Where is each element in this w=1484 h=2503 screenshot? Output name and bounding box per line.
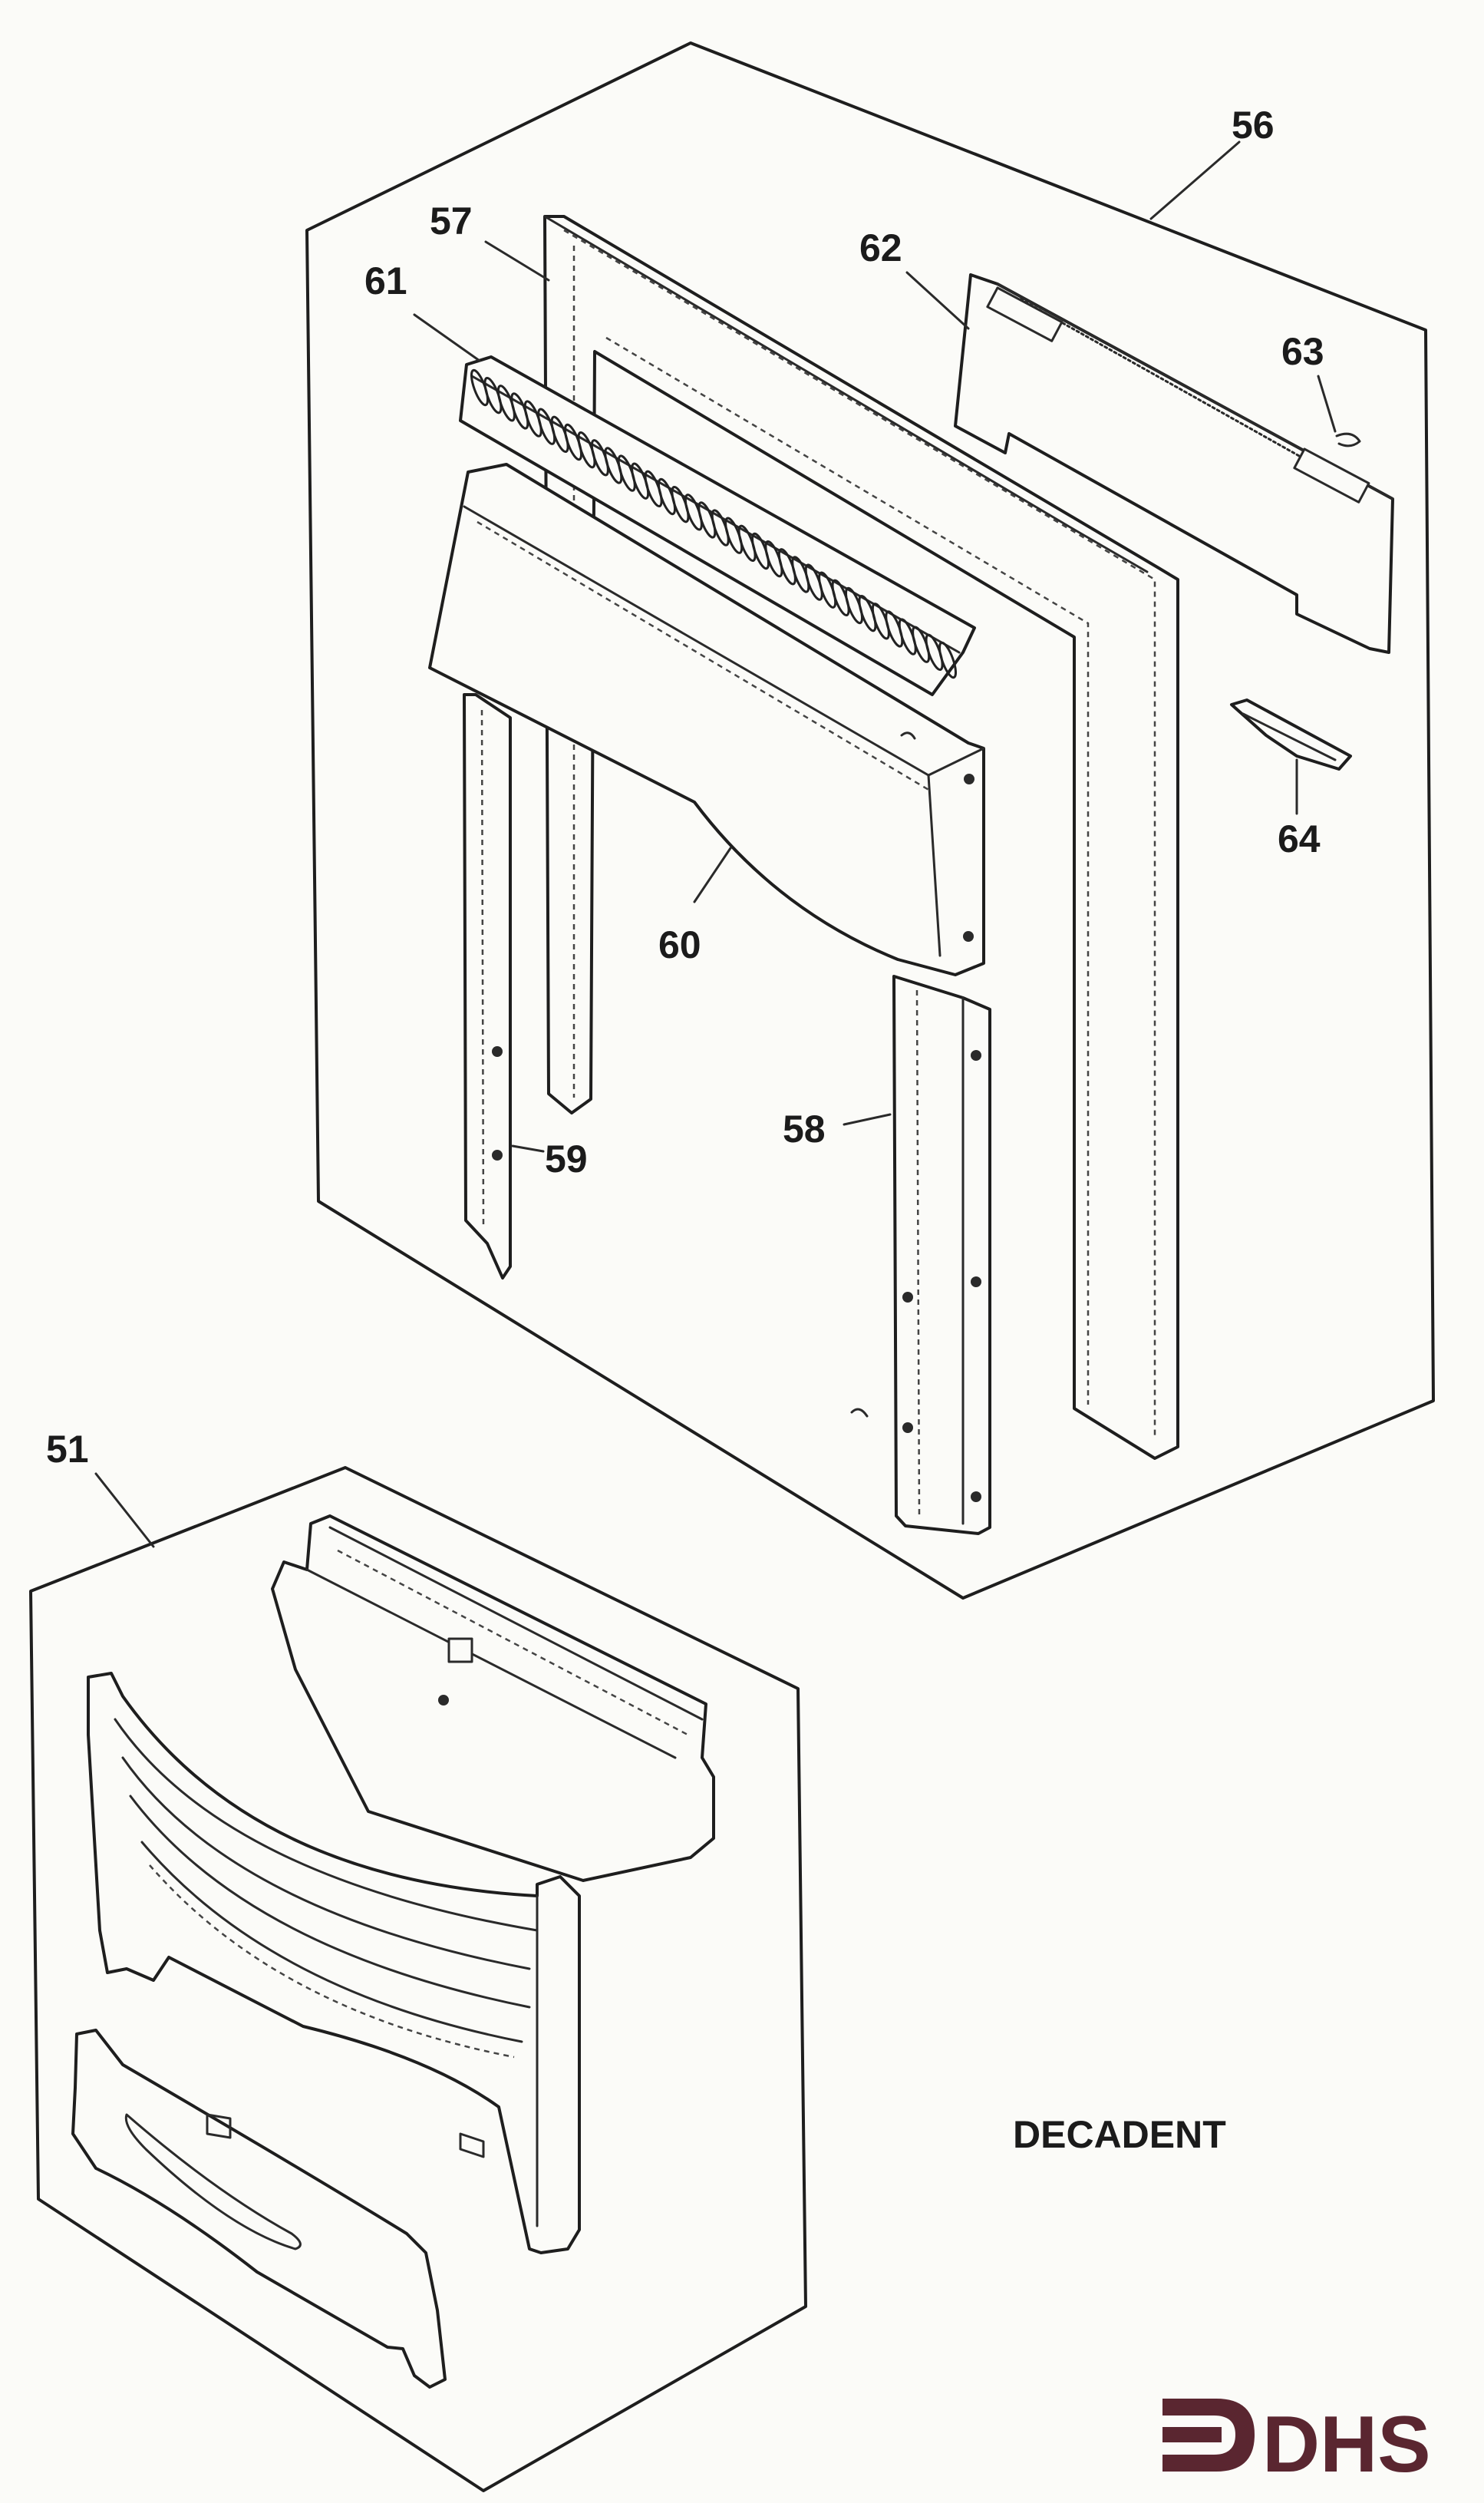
bracket-part-64	[1230, 698, 1352, 771]
clip-part-63	[1335, 432, 1361, 447]
label-63: 63	[1281, 330, 1324, 373]
louvre-slat	[938, 641, 958, 679]
canopy-part-60	[428, 463, 985, 976]
back-plate-part-62	[954, 273, 1394, 654]
label-60: 60	[658, 923, 701, 966]
side-panel-part-58	[850, 975, 991, 1535]
label-64: 64	[1278, 817, 1321, 860]
label-61: 61	[364, 259, 407, 302]
ashpan-fret	[71, 2029, 447, 2389]
dhs-logo-text: DHS	[1262, 2400, 1431, 2489]
label-58: 58	[783, 1108, 826, 1151]
part-labels: 56 57 61 62 63 64 60 58 59 51	[46, 104, 1324, 1471]
left-leg-part-59	[463, 693, 512, 1280]
label-56: 56	[1232, 104, 1275, 147]
louvre-grille-part-61	[459, 355, 976, 696]
louvre-slats	[470, 368, 958, 679]
fire-baffle	[271, 1514, 715, 1882]
fire-grate	[87, 1672, 581, 2254]
model-caption: DECADENT	[1013, 2113, 1226, 2156]
surround-frame-part-57	[543, 215, 1179, 1460]
label-62: 62	[859, 226, 902, 269]
label-57: 57	[430, 200, 473, 243]
dhs-logo-mark	[1162, 2399, 1255, 2472]
label-59: 59	[545, 1138, 588, 1181]
dhs-logo: DHS	[1162, 2399, 1431, 2489]
label-51: 51	[46, 1428, 89, 1471]
leader-lines	[94, 140, 1337, 1548]
